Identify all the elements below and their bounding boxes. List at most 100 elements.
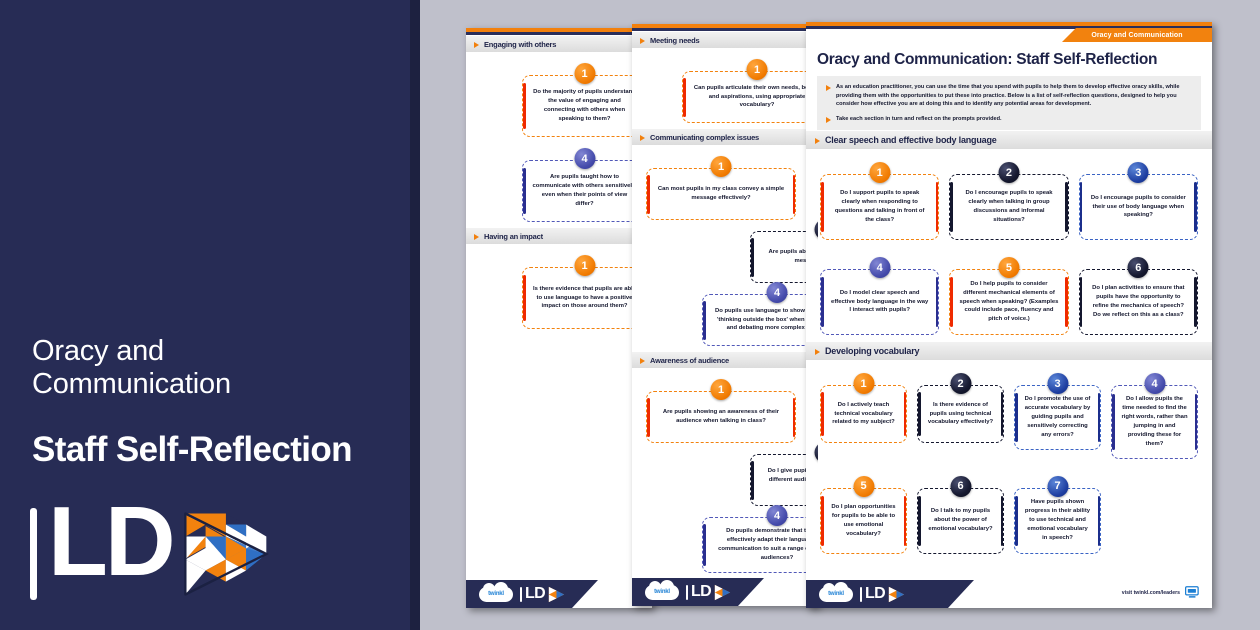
footer-ld-label: LD bbox=[691, 583, 711, 600]
card-question-text: Do I talk to my pupils about the power o… bbox=[928, 508, 993, 533]
card-number-badge: 1 bbox=[853, 373, 874, 394]
intro-bullet: As an education practitioner, you can us… bbox=[826, 83, 1192, 109]
footer-logo-bar bbox=[860, 587, 862, 602]
card-body: Do I support pupils to speak clearly whe… bbox=[820, 174, 940, 240]
corner-tab-label: Oracy and Communication bbox=[1062, 28, 1212, 42]
card-number-badge: 6 bbox=[950, 475, 971, 497]
back-page-footer: twinkl LD bbox=[466, 578, 652, 608]
card-question-text: Can most pupils in my class convey a sim… bbox=[657, 186, 785, 201]
footer-link-text: visit twinkl.com/leaders bbox=[1121, 590, 1180, 596]
question-card[interactable]: 1 Do I actively teach technical vocabular… bbox=[820, 373, 907, 459]
card-body: Do I help pupils to consider different m… bbox=[949, 269, 1069, 335]
question-card[interactable]: 6 Do I talk to my pupils about the power … bbox=[917, 475, 1004, 554]
card-body: Do I plan opportunities for pupils to be… bbox=[820, 487, 907, 554]
section-header: Developing vocabulary bbox=[806, 341, 1212, 360]
panel-title: Staff Self-Reflection bbox=[32, 430, 353, 469]
section-header-label: Clear speech and effective body language bbox=[825, 135, 997, 145]
card-question-text: Is there evidence that pupils are able t… bbox=[532, 285, 637, 310]
card-number-badge: 4 bbox=[766, 505, 788, 526]
card-question-text: Do I encourage pupils to speak clearly w… bbox=[965, 190, 1053, 223]
card-question-text: Is there evidence of pupils using techni… bbox=[927, 401, 994, 426]
question-card[interactable]: 4Do pupils demonstrate that they can eff… bbox=[702, 505, 818, 573]
card-body: Do I plan activities to ensure that pupi… bbox=[1078, 269, 1198, 335]
section-bullet-triangle-icon bbox=[815, 349, 820, 355]
question-card[interactable]: 1 Do I support pupils to speak clearly wh… bbox=[820, 162, 940, 240]
card-body: Do I encourage pupils to speak clearly w… bbox=[949, 174, 1069, 240]
card-body: Do I model clear speech and effective bo… bbox=[820, 269, 940, 335]
document-page-front[interactable]: Oracy and Communication Oracy and Commun… bbox=[806, 22, 1212, 608]
footer-logo-bar bbox=[686, 585, 688, 600]
front-page-header-block: Oracy and Communication: Staff Self-Refl… bbox=[806, 42, 1212, 130]
card-question-text: Do I help pupils to consider different m… bbox=[959, 280, 1059, 323]
section-bullet-triangle-icon bbox=[474, 42, 479, 48]
section-header: Having an impact bbox=[466, 227, 652, 244]
question-card[interactable]: 2 Do I encourage pupils to speak clearly … bbox=[949, 162, 1069, 240]
front-page-footer: twinkl LD visit twinkl.com/leaders bbox=[806, 578, 1212, 608]
footer-ld-logo: LD bbox=[686, 584, 731, 601]
section-bullet-triangle-icon bbox=[640, 38, 645, 44]
card-body: Is there evidence that pupils are able t… bbox=[522, 267, 647, 329]
card-number-badge: 4 bbox=[574, 148, 595, 169]
card-question-text: Do I encourage pupils to consider their … bbox=[1090, 194, 1186, 219]
twinkl-label: twinkl bbox=[488, 591, 504, 597]
card-body: Do pupils demonstrate that they can effe… bbox=[702, 517, 818, 573]
card-body: Can pupils articulate their own needs, b… bbox=[682, 71, 818, 123]
section-header-label: Meeting needs bbox=[650, 35, 700, 45]
footer-play-triangle-icon bbox=[714, 584, 731, 601]
page-top-orange-bar bbox=[632, 24, 818, 28]
intro-bullet-text: Take each section in turn and reflect on… bbox=[836, 115, 1002, 122]
section-header: Communicating complex issues bbox=[632, 128, 818, 145]
card-number-badge: 6 bbox=[1127, 257, 1149, 278]
card-number-badge: 7 bbox=[1047, 475, 1068, 497]
page-top-navy-bar bbox=[806, 26, 1212, 29]
footer-play-triangle-icon bbox=[548, 586, 565, 603]
card-number-badge: 5 bbox=[998, 257, 1020, 278]
page-top-navy-bar bbox=[632, 28, 818, 31]
card-number-badge: 2 bbox=[814, 442, 818, 463]
card-body: Do I encourage pupils to consider their … bbox=[1078, 174, 1198, 240]
card-number-badge: 2 bbox=[814, 219, 818, 240]
ld-play-triangle-icon bbox=[184, 511, 269, 596]
card-question-text: Have pupils shown progress in their abil… bbox=[1024, 499, 1091, 542]
page-top-orange-bar bbox=[466, 28, 652, 32]
footer-link[interactable]: visit twinkl.com/leaders bbox=[1122, 586, 1200, 600]
card-question-text: Do I support pupils to speak clearly whe… bbox=[834, 190, 925, 223]
card-number-badge: 1 bbox=[869, 162, 891, 183]
card-question-text: Do I actively teach technical vocabulary… bbox=[832, 401, 895, 426]
footer-play-triangle-icon bbox=[888, 586, 905, 603]
card-body: Are pupils showing an awareness of their… bbox=[646, 391, 796, 443]
bullet-triangle-icon bbox=[826, 85, 831, 91]
mid-page-footer: twinkl LD bbox=[632, 576, 818, 606]
card-body: Do pupils use language to show evidence … bbox=[702, 294, 818, 346]
card-question-text: Can pupils articulate their own needs, b… bbox=[693, 84, 818, 109]
section-header-label: Engaging with others bbox=[484, 39, 557, 49]
card-body: Do I allow pupils the time needed to fin… bbox=[1111, 385, 1198, 459]
card-question-text: Do I promote the use of accurate vocabul… bbox=[1024, 396, 1091, 438]
card-number-badge: 2 bbox=[998, 162, 1020, 183]
question-card[interactable]: 4Do pupils use language to show evidence… bbox=[702, 282, 818, 346]
